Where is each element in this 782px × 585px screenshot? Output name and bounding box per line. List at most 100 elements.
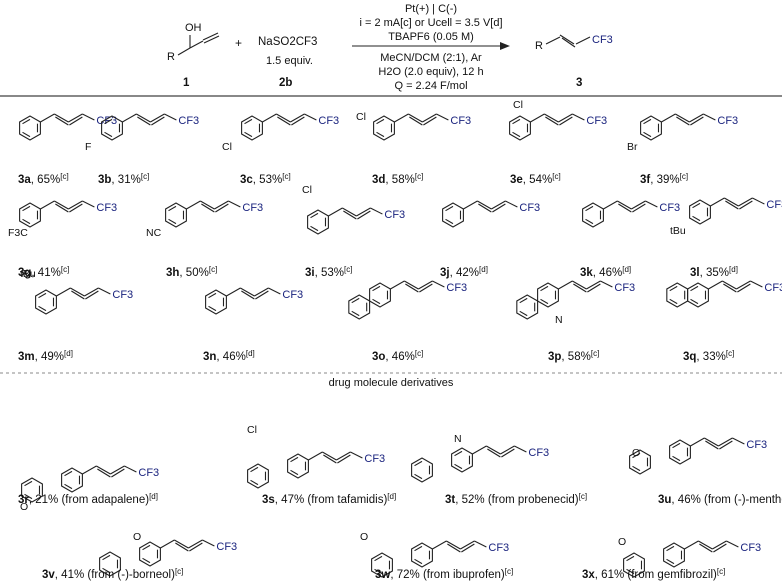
compound-note: [d] (246, 349, 255, 358)
cf3-group-label: CF3 (586, 115, 607, 127)
compound-yield: , 58% (561, 351, 590, 363)
substituent-label: Cl (302, 184, 312, 196)
compound-note: [c] (61, 265, 69, 274)
compound-yield: , 49% (35, 351, 64, 363)
compound-id: 3u (658, 494, 671, 506)
compound-note: [d] (479, 265, 488, 274)
compound-id: 3w (375, 569, 390, 581)
section-title: drug molecule derivatives (329, 377, 454, 389)
compound-label: 3c, 53%[c] (240, 172, 291, 186)
compound-label: 3b, 31%[c] (98, 172, 149, 186)
compound-note: [d] (149, 492, 158, 501)
compound-note: [c] (552, 172, 560, 181)
compound-label: 3h, 50%[c] (166, 265, 217, 279)
reaction-header: OH R 1 + NaSO2CF3 1.5 equiv. 2b Pt(+) | … (167, 3, 613, 92)
plus-sign: + (235, 36, 242, 50)
compound-id: 3p (548, 351, 561, 363)
compound-note: [c] (344, 265, 352, 274)
compound-yield: , 42% (450, 267, 479, 279)
substituent-label: Br (627, 141, 638, 153)
cf3-group-label: CF3 (178, 115, 199, 127)
compound-yield: , 52% (from probenecid) (455, 494, 579, 506)
substituent-label: Cl (222, 141, 232, 153)
compound-note: [c] (60, 172, 68, 181)
compound-id: 3q (683, 351, 696, 363)
reactant-1-structure: OH R 1 (167, 22, 220, 89)
reactant-2: NaSO2CF3 1.5 equiv. 2b (258, 36, 317, 89)
reactant-2-formula: NaSO2CF3 (258, 36, 317, 48)
compound-label: 3i, 53%[c] (305, 265, 352, 279)
substituent-label: tBu (670, 225, 686, 237)
substituent-label: O (20, 501, 28, 513)
compound-label: 3g, 41%[c] (18, 265, 69, 279)
compound-label: 3t, 52% (from probenecid)[c] (445, 492, 587, 506)
reactant-2-label: 2b (279, 77, 292, 89)
cf3-group-label: CF3 (282, 289, 303, 301)
compound-yield: , 53% (253, 174, 282, 186)
cf3-group-label: CF3 (717, 115, 738, 127)
compound-id: 3o (372, 351, 385, 363)
compound-yield: , 58% (385, 174, 414, 186)
compound-label: 3m, 49%[d] (18, 349, 73, 363)
condition-solvent: MeCN/DCM (2:1), Ar (380, 52, 482, 64)
compound-id: 3e (510, 174, 523, 186)
cf3-group-label: CF3 (318, 115, 339, 127)
substituent-label: N (454, 433, 462, 445)
condition-electrodes: Pt(+) | C(-) (405, 3, 457, 15)
compound-3n: CF3 3n, 46%[d] (203, 287, 303, 363)
cf3-group-label: CF3 (764, 282, 782, 294)
compound-yield: , 50% (179, 267, 208, 279)
compound-3j: CF3 3j, 42%[d] (440, 200, 540, 279)
product-cf3-label: CF3 (592, 34, 613, 46)
condition-electrolyte: TBAPF6 (0.05 M) (388, 31, 474, 43)
compound-yield: , 54% (523, 174, 552, 186)
compound-note: [c] (282, 172, 290, 181)
cf3-group-label: CF3 (488, 542, 509, 554)
compound-yield: , 46% (593, 267, 622, 279)
compound-label: 3o, 46%[c] (372, 349, 423, 363)
compound-yield: , 41% (31, 267, 60, 279)
compound-note: [c] (591, 349, 599, 358)
compound-note: [d] (729, 265, 738, 274)
compound-yield: , 31% (111, 174, 140, 186)
substituent-label: N (555, 314, 563, 326)
compound-id: 3b (98, 174, 111, 186)
compound-label: 3f, 39%[c] (640, 172, 688, 186)
substituent-label: O (360, 531, 368, 543)
compound-label: 3r, 21% (from adapalene)[d] (18, 492, 158, 506)
compound-note: [d] (622, 265, 631, 274)
cf3-group-label: CF3 (519, 202, 540, 214)
compound-yield: , 61% (from gemfibrozil) (595, 569, 717, 581)
compound-yield: , 53% (315, 267, 344, 279)
cf3-group-label: CF3 (216, 541, 237, 553)
compound-yield: , 35% (700, 267, 729, 279)
oh-label: OH (185, 22, 202, 34)
compound-id: 3c (240, 174, 253, 186)
compound-id: 3d (372, 174, 385, 186)
compound-id: 3i (305, 267, 315, 279)
compound-note: [d] (64, 349, 73, 358)
cf3-group-label: CF3 (740, 542, 761, 554)
cf3-group-label: CF3 (446, 282, 467, 294)
compound-note: [d] (387, 492, 396, 501)
cf3-group-label: CF3 (138, 467, 159, 479)
compound-id: 3v (42, 569, 55, 581)
compound-label: 3e, 54%[c] (510, 172, 561, 186)
cf3-group-label: CF3 (364, 453, 385, 465)
compound-yield: , 39% (650, 174, 679, 186)
substituent-label: Cl (356, 111, 366, 123)
compound-id: 3j (440, 267, 450, 279)
compound-label: 3n, 46%[d] (203, 349, 255, 363)
compound-note: [c] (717, 567, 725, 576)
compound-id: 3t (445, 494, 455, 506)
